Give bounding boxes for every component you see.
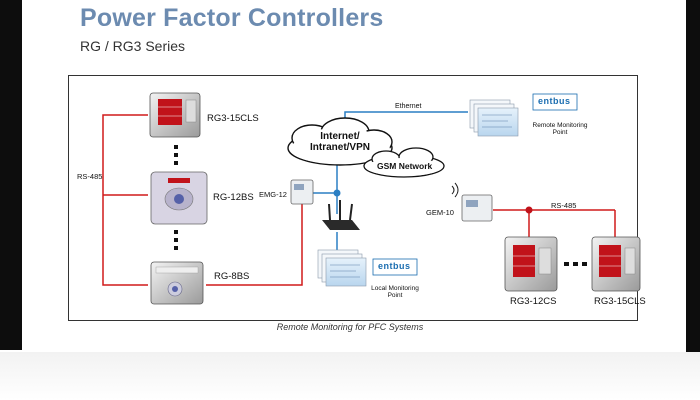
internet-cloud xyxy=(287,117,393,166)
horizontal-ellipsis-right xyxy=(564,262,587,266)
rs485-bus-right xyxy=(493,209,616,238)
label-rg3-12cs: RG3-12CS xyxy=(510,296,557,307)
local-monitoring-line2: Point xyxy=(387,292,403,299)
label-emg-12: EMG-12 xyxy=(259,190,287,199)
bottom-band xyxy=(0,352,700,400)
label-gem-10: GEM-10 xyxy=(426,208,454,217)
rs485-node xyxy=(525,206,533,214)
rg3-15cls-right-device xyxy=(591,236,641,292)
rg-12bs-device xyxy=(150,171,208,225)
label-rg-8bs: RG-8BS xyxy=(214,271,250,282)
rs485-bus-left xyxy=(102,114,148,286)
slide-edge-left xyxy=(0,0,22,350)
remote-monitoring-label: Remote Monitoring Point xyxy=(520,122,600,136)
label-rg-12bs: RG-12BS xyxy=(213,192,254,203)
slide-edge-right xyxy=(686,0,700,360)
entbus-logo-bottom: entbus xyxy=(378,261,411,271)
page-title: Power Factor Controllers xyxy=(80,4,384,32)
ethernet-node xyxy=(333,189,341,197)
label-rs485-right: RS-485 xyxy=(551,201,577,210)
diagram-caption: Remote Monitoring for PFC Systems xyxy=(276,322,424,332)
remote-monitoring-line2: Point xyxy=(552,129,568,136)
label-ethernet: Ethernet xyxy=(395,103,422,110)
internet-label-line1: Internet/ xyxy=(320,131,360,142)
rg-8bs-device xyxy=(150,261,204,305)
page-subtitle: RG / RG3 Series xyxy=(80,38,186,54)
gem-10-device xyxy=(451,182,493,222)
internet-cloud-label: Internet/ Intranet/VPN xyxy=(300,131,380,153)
rg3-15cls-left-device xyxy=(149,92,201,138)
router-device xyxy=(322,200,360,230)
local-monitoring-label: Local Monitoring Point xyxy=(355,285,435,299)
rs485-link-emg xyxy=(206,198,303,286)
remote-monitoring-screens xyxy=(469,99,519,137)
local-monitoring-screens xyxy=(317,249,367,287)
remote-monitoring-line1: Remote Monitoring xyxy=(532,122,588,129)
entbus-logo-top-box xyxy=(532,93,578,111)
entbus-logo-bottom-box xyxy=(372,258,418,276)
internet-label-line2: Intranet/VPN xyxy=(309,142,370,153)
gsm-cloud xyxy=(363,147,445,178)
gsm-network-label: GSM Network xyxy=(377,161,433,171)
local-monitoring-line1: Local Monitoring xyxy=(371,285,419,292)
label-rg3-15cls-right: RG3-15CLS xyxy=(594,296,646,307)
emg-12-device xyxy=(290,179,314,205)
vertical-ellipsis-left xyxy=(174,145,178,250)
entbus-logo-top: entbus xyxy=(538,96,571,106)
label-rs485-left: RS-485 xyxy=(77,172,103,181)
label-rg3-15cls-left: RG3-15CLS xyxy=(207,113,259,124)
rg3-12cs-device xyxy=(504,236,558,292)
